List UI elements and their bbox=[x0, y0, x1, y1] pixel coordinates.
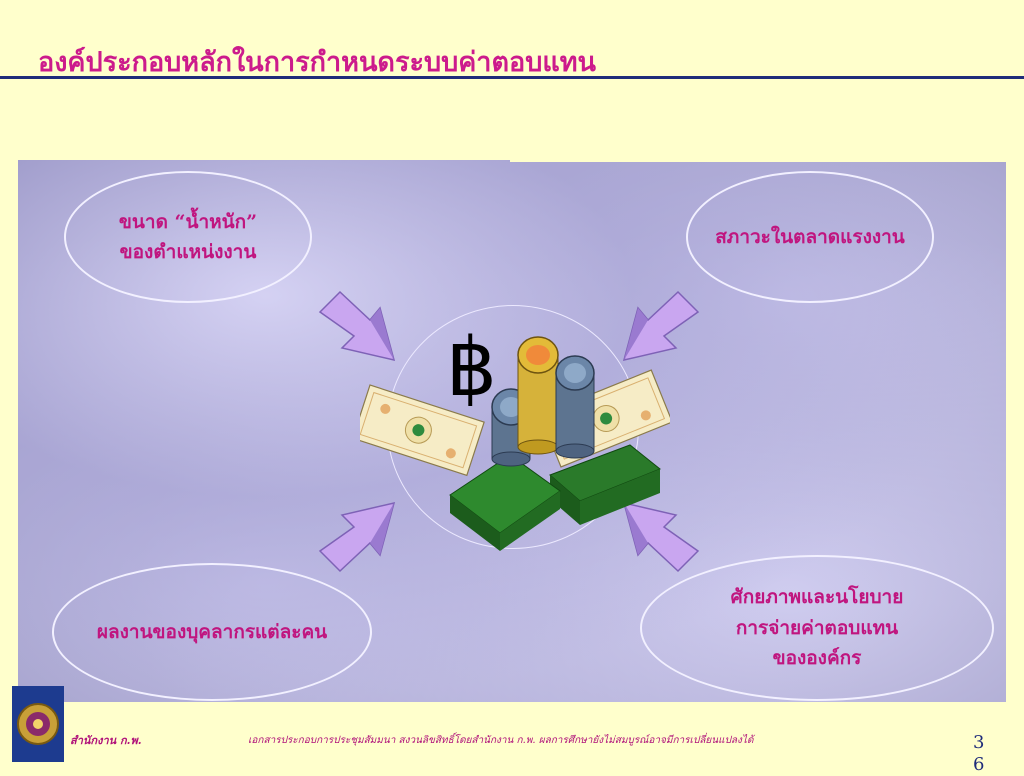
oval-labor-market: สภาวะในตลาดแรงงาน bbox=[686, 171, 934, 303]
oval-individual-performance-text: ผลงานของบุคลากรแต่ละคน bbox=[96, 620, 328, 643]
oval-job-weight: ขนาด “น้ำหนัก” ของตำแหน่งงาน bbox=[64, 171, 312, 303]
arrow-top-right-icon bbox=[622, 290, 700, 362]
oval-labor-market-text: สภาวะในตลาดแรงงาน bbox=[715, 225, 905, 248]
oval-job-weight-text: ขนาด “น้ำหนัก” ของตำแหน่งงาน bbox=[118, 210, 258, 263]
organization-logo bbox=[12, 686, 64, 762]
page-title: องค์ประกอบหลักในการกำหนดระบบค่าตอบแทน bbox=[38, 47, 596, 78]
title-rule bbox=[0, 76, 1024, 79]
coin-stack-gold bbox=[517, 336, 559, 455]
coin-stack-blue-right bbox=[555, 355, 595, 459]
baht-symbol: ฿ bbox=[446, 321, 497, 414]
oval-org-policy-text: ศักยภาพและนโยบาย การจ่ายค่าตอบแทน ขององค… bbox=[730, 586, 904, 670]
arrow-bottom-left-icon bbox=[318, 501, 396, 573]
oval-individual-performance: ผลงานของบุคลากรแต่ละคน bbox=[52, 563, 372, 701]
arrow-bottom-right-icon bbox=[622, 501, 700, 573]
footer-organization: สำนักงาน ก.พ. bbox=[70, 734, 142, 747]
page-number: 36 bbox=[973, 732, 985, 775]
money-icon: ฿ bbox=[360, 321, 670, 551]
oval-org-policy: ศักยภาพและนโยบาย การจ่ายค่าตอบแทน ขององค… bbox=[640, 555, 994, 701]
arrow-top-left-icon bbox=[318, 290, 396, 362]
panel-notch bbox=[510, 160, 1006, 162]
footer-note: เอกสารประกอบการประชุมสัมมนา สงวนลิขสิทธิ… bbox=[248, 735, 754, 746]
